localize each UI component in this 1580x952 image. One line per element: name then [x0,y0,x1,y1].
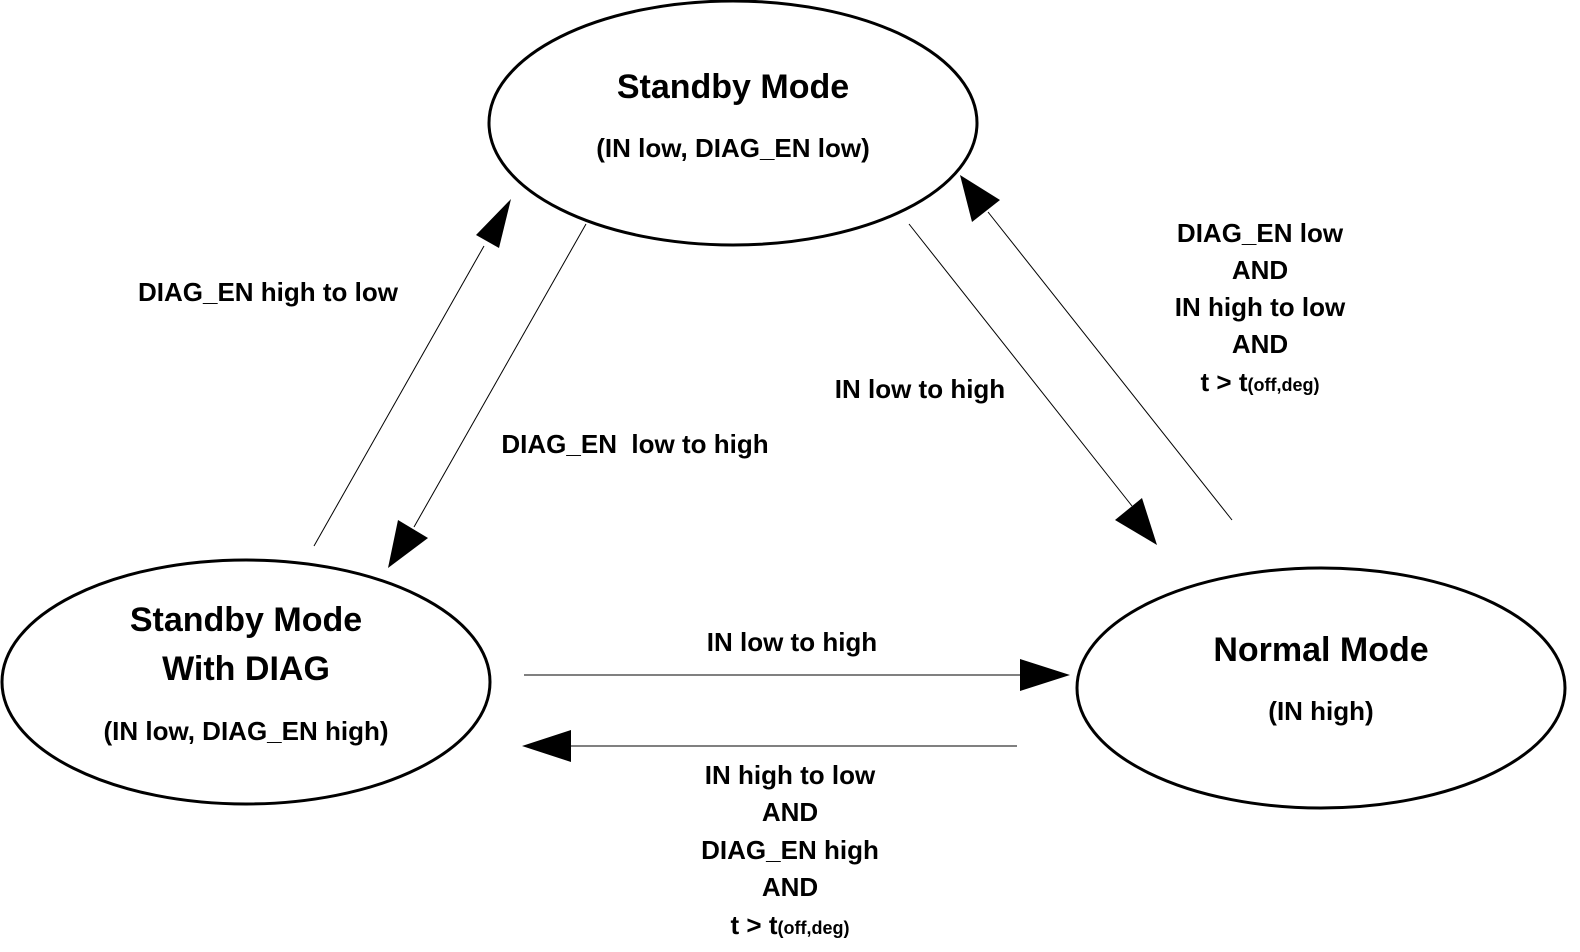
label-normal-to-diag: IN high to low AND DIAG_EN high AND t > … [701,760,879,940]
transition-diag-to-standby-line [313,245,485,547]
transition-standby-to-normal-line [908,223,1133,507]
label-normal-to-diag-time: t > t [731,910,778,940]
label-normal-to-standby-line5: t > t(off,deg) [1201,367,1320,397]
transition-normal-to-diag-arrowhead [522,730,571,762]
label-standby-to-normal: IN low to high [835,374,1005,404]
state-standby-diag-ellipse [0,558,492,806]
label-diag-to-standby: DIAG_EN high to low [138,277,399,307]
transition-normal-to-standby-arrowhead [960,175,1000,222]
label-normal-to-standby-time: t > t [1201,367,1248,397]
state-standby-with-diag: Standby Mode With DIAG (IN low, DIAG_EN … [0,558,492,806]
transition-normal-to-standby-line [987,211,1233,521]
transition-standby-to-normal-arrowhead [1115,498,1157,545]
label-normal-to-diag-line4: AND [762,872,818,902]
transition-standby-to-diag [388,223,587,568]
label-diag-to-normal: IN low to high [707,627,877,657]
state-standby-diag-subtitle: (IN low, DIAG_EN high) [103,716,388,746]
transition-normal-to-standby [960,175,1233,521]
label-normal-to-standby: DIAG_EN low AND IN high to low AND t > t… [1175,218,1346,397]
transition-diag-to-normal [524,659,1070,691]
transition-diag-to-standby [313,199,511,547]
label-normal-to-diag-line2: AND [762,797,818,827]
state-standby-mode: Standby Mode (IN low, DIAG_EN low) [487,0,979,247]
transition-standby-to-diag-arrowhead [388,520,428,568]
transition-diag-to-standby-arrowhead [476,199,511,248]
transition-diag-to-normal-arrowhead [1020,659,1070,691]
transition-standby-to-diag-line [413,223,587,528]
label-normal-to-standby-time-subscript: (off,deg) [1247,375,1319,395]
state-normal-mode: Normal Mode (IN high) [1075,566,1567,810]
state-normal-title: Normal Mode [1213,631,1428,669]
state-normal-ellipse [1075,566,1567,810]
label-normal-to-diag-line5: t > t(off,deg) [731,910,850,940]
label-normal-to-standby-line4: AND [1232,329,1288,359]
state-standby-diag-title-line1: Standby Mode [130,601,362,639]
state-standby-ellipse [487,0,979,247]
state-standby-title: Standby Mode [617,68,849,106]
state-standby-diag-title-line2: With DIAG [162,650,330,688]
label-normal-to-diag-time-subscript: (off,deg) [777,918,849,938]
label-normal-to-diag-line1: IN high to low [705,760,876,790]
label-normal-to-standby-line1: DIAG_EN low [1177,218,1344,248]
state-standby-subtitle: (IN low, DIAG_EN low) [596,133,869,163]
label-normal-to-standby-line2: AND [1232,255,1288,285]
transition-normal-to-diag [522,730,1017,762]
label-normal-to-diag-line3: DIAG_EN high [701,835,879,865]
transition-standby-to-normal [908,223,1157,545]
label-standby-to-diag: DIAG_EN low to high [501,429,768,459]
state-normal-subtitle: (IN high) [1268,696,1373,726]
label-normal-to-standby-line3: IN high to low [1175,292,1346,322]
